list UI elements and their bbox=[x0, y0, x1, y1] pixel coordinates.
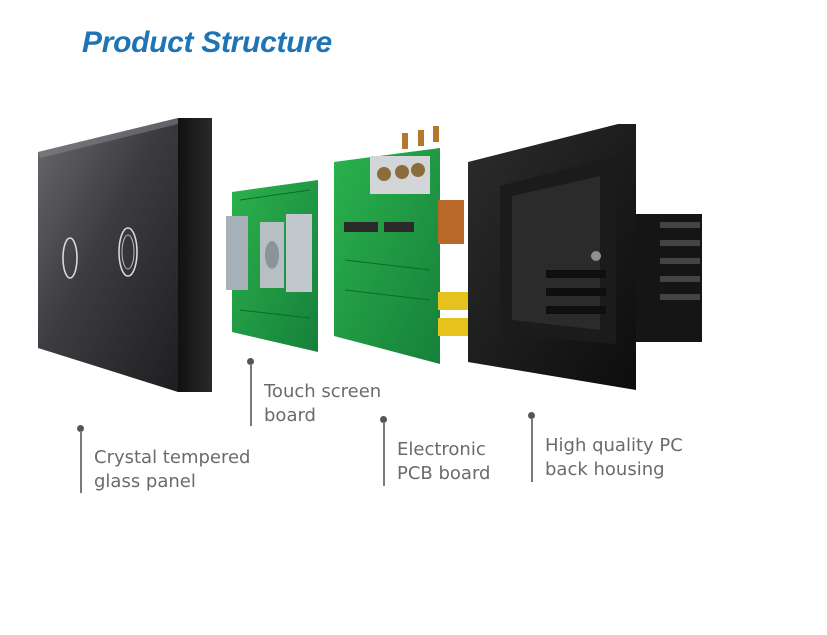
callout-dot bbox=[528, 412, 535, 419]
callout-dot bbox=[77, 425, 84, 432]
page-title: Product Structure bbox=[82, 26, 332, 59]
callout-dot bbox=[380, 416, 387, 423]
label-pcb-board: Electronic PCB board bbox=[397, 438, 490, 486]
product-exploded-view bbox=[38, 118, 702, 392]
callout-dot bbox=[247, 358, 254, 365]
label-glass-panel: Crystal tempered glass panel bbox=[94, 446, 250, 494]
callout-touch-board bbox=[247, 358, 255, 426]
touch-key-1 bbox=[62, 237, 78, 279]
callout-line bbox=[250, 364, 252, 426]
label-pcb-board-line2: PCB board bbox=[397, 463, 491, 484]
label-glass-panel-line2: glass panel bbox=[94, 471, 196, 492]
touch-key-2 bbox=[118, 227, 138, 277]
callout-glass-panel bbox=[77, 425, 85, 493]
label-touch-board: Touch screen board bbox=[264, 380, 381, 428]
callout-line bbox=[80, 431, 82, 493]
label-back-housing-line1: High quality PC bbox=[545, 435, 683, 456]
pcb-board bbox=[334, 126, 468, 364]
callout-line bbox=[383, 422, 385, 486]
label-touch-board-line1: Touch screen bbox=[264, 381, 382, 402]
callout-pcb-board bbox=[380, 416, 388, 486]
back-housing bbox=[468, 124, 702, 390]
touch-screen-board bbox=[226, 180, 318, 352]
callout-line bbox=[531, 418, 533, 482]
label-glass-panel-line1: Crystal tempered bbox=[94, 447, 251, 468]
glass-panel bbox=[38, 118, 212, 392]
label-back-housing: High quality PC back housing bbox=[545, 434, 683, 482]
label-pcb-board-line1: Electronic bbox=[397, 439, 486, 460]
label-touch-board-line2: board bbox=[264, 405, 316, 426]
callout-back-housing bbox=[528, 412, 536, 482]
label-back-housing-line2: back housing bbox=[545, 459, 665, 480]
